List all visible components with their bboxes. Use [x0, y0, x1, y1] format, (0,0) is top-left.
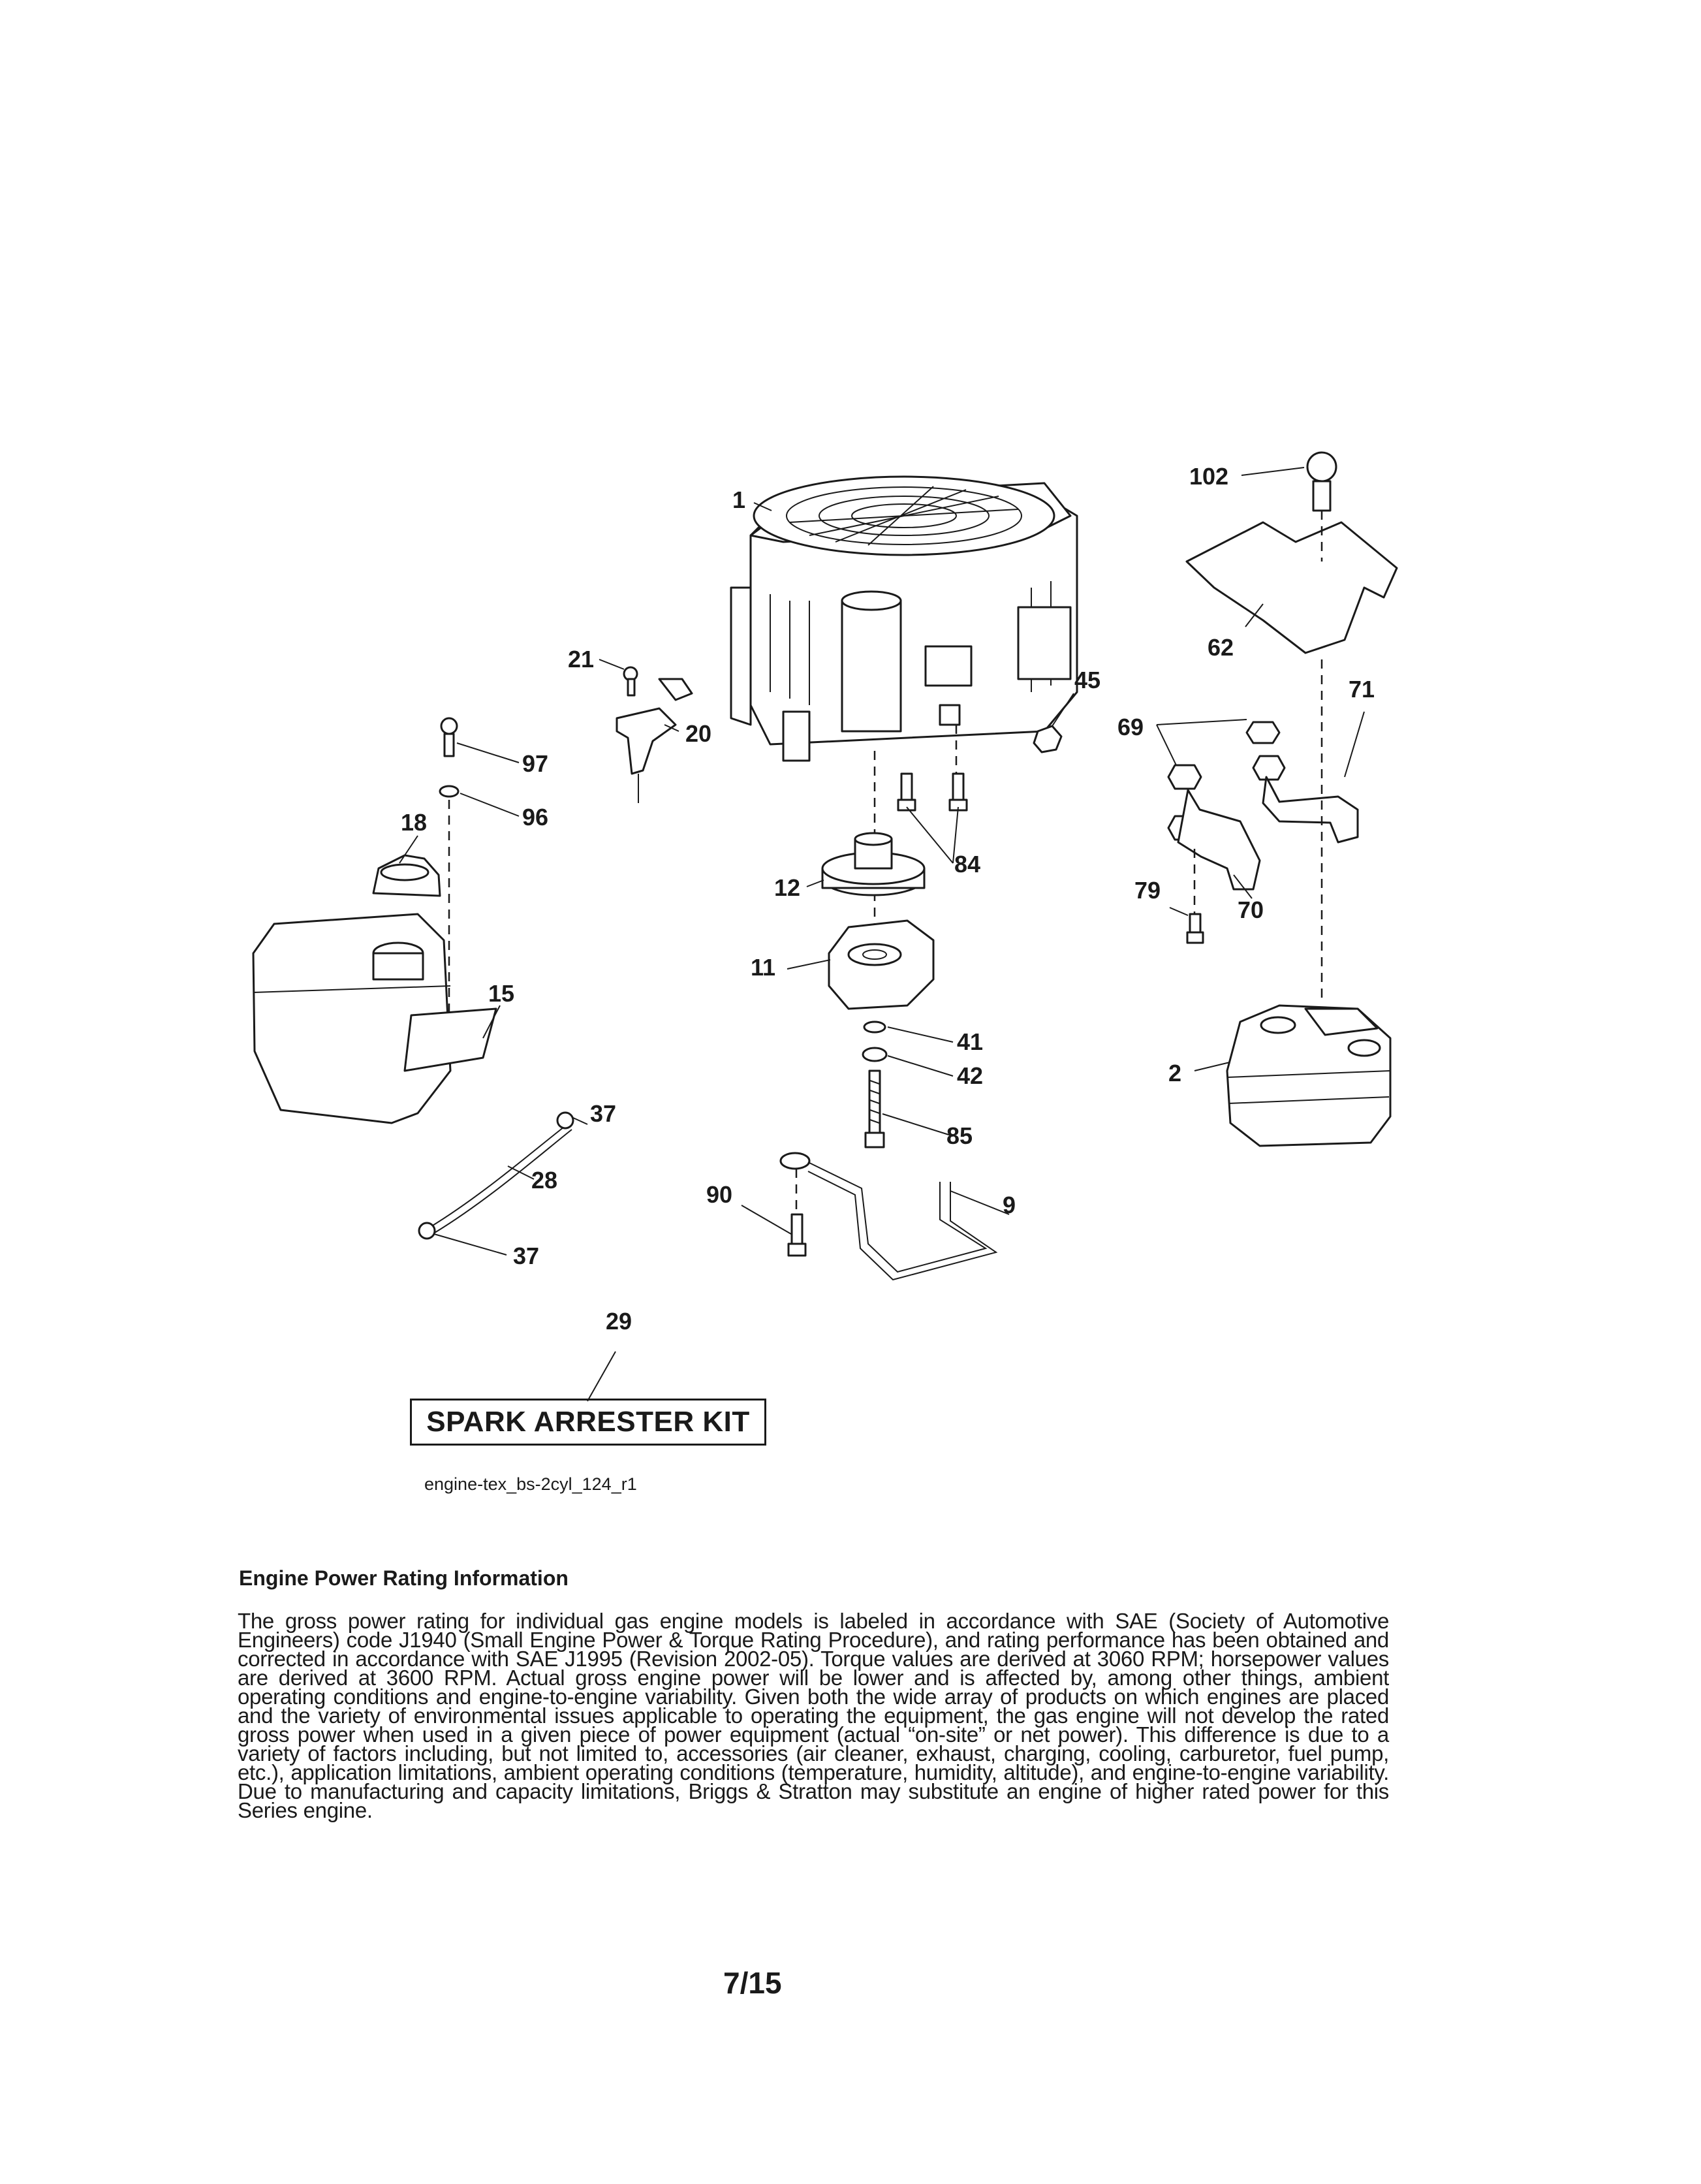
callout-20: 20 [685, 720, 711, 747]
callout-9: 9 [1003, 1192, 1016, 1218]
engine-illustration [730, 475, 1078, 762]
callout-96: 96 [522, 804, 548, 831]
fuel-cap-illustration [372, 854, 441, 897]
muffler-illustration [1226, 1004, 1392, 1147]
callout-62: 62 [1208, 634, 1234, 661]
callout-97: 97 [522, 750, 548, 777]
callout-71: 71 [1349, 676, 1375, 703]
callout-102: 102 [1189, 463, 1228, 490]
callout-numbers: 1 102 62 45 71 21 20 97 96 18 69 12 84 7… [401, 463, 1375, 1335]
callout-90: 90 [706, 1181, 732, 1208]
callout-29: 29 [606, 1308, 632, 1335]
callout-11: 11 [751, 954, 775, 981]
callout-12: 12 [774, 874, 800, 901]
callout-37-top: 37 [590, 1100, 616, 1127]
callout-45: 45 [1074, 667, 1100, 693]
callout-84: 84 [954, 851, 980, 878]
callout-28: 28 [531, 1167, 557, 1194]
callout-41: 41 [957, 1028, 983, 1055]
bracket-illustration [616, 666, 693, 803]
callout-2: 2 [1168, 1060, 1181, 1086]
clutch-illustration [828, 919, 935, 1010]
callout-79: 79 [1134, 877, 1161, 904]
bolt-washer-illustration [439, 717, 460, 1015]
figure-id: engine-tex_bs-2cyl_124_r1 [424, 1474, 637, 1494]
callout-42: 42 [957, 1062, 983, 1089]
callout-70: 70 [1238, 896, 1264, 923]
exhaust-pipes-illustration [1167, 659, 1359, 999]
section-heading: Engine Power Rating Information [239, 1566, 569, 1590]
callout-1: 1 [732, 486, 745, 513]
fuel-line-illustration [418, 1111, 574, 1240]
callout-18: 18 [401, 809, 427, 836]
washers-bolt-illustration [862, 1021, 888, 1148]
callout-37-bottom: 37 [513, 1242, 539, 1269]
callout-69: 69 [1117, 714, 1144, 740]
leader-lines [399, 467, 1365, 1402]
page-number: 7/15 [723, 1966, 782, 2000]
callout-85: 85 [946, 1122, 973, 1149]
spark-arrester-kit-label: SPARK ARRESTER KIT [410, 1399, 766, 1446]
callout-21: 21 [568, 646, 594, 673]
callout-15: 15 [488, 980, 514, 1007]
section-body: The gross power rating for individual ga… [238, 1609, 1389, 1822]
support-rod-illustration [779, 1152, 998, 1281]
pulley-illustration [821, 832, 926, 896]
fuel-tank-illustration [252, 913, 497, 1124]
